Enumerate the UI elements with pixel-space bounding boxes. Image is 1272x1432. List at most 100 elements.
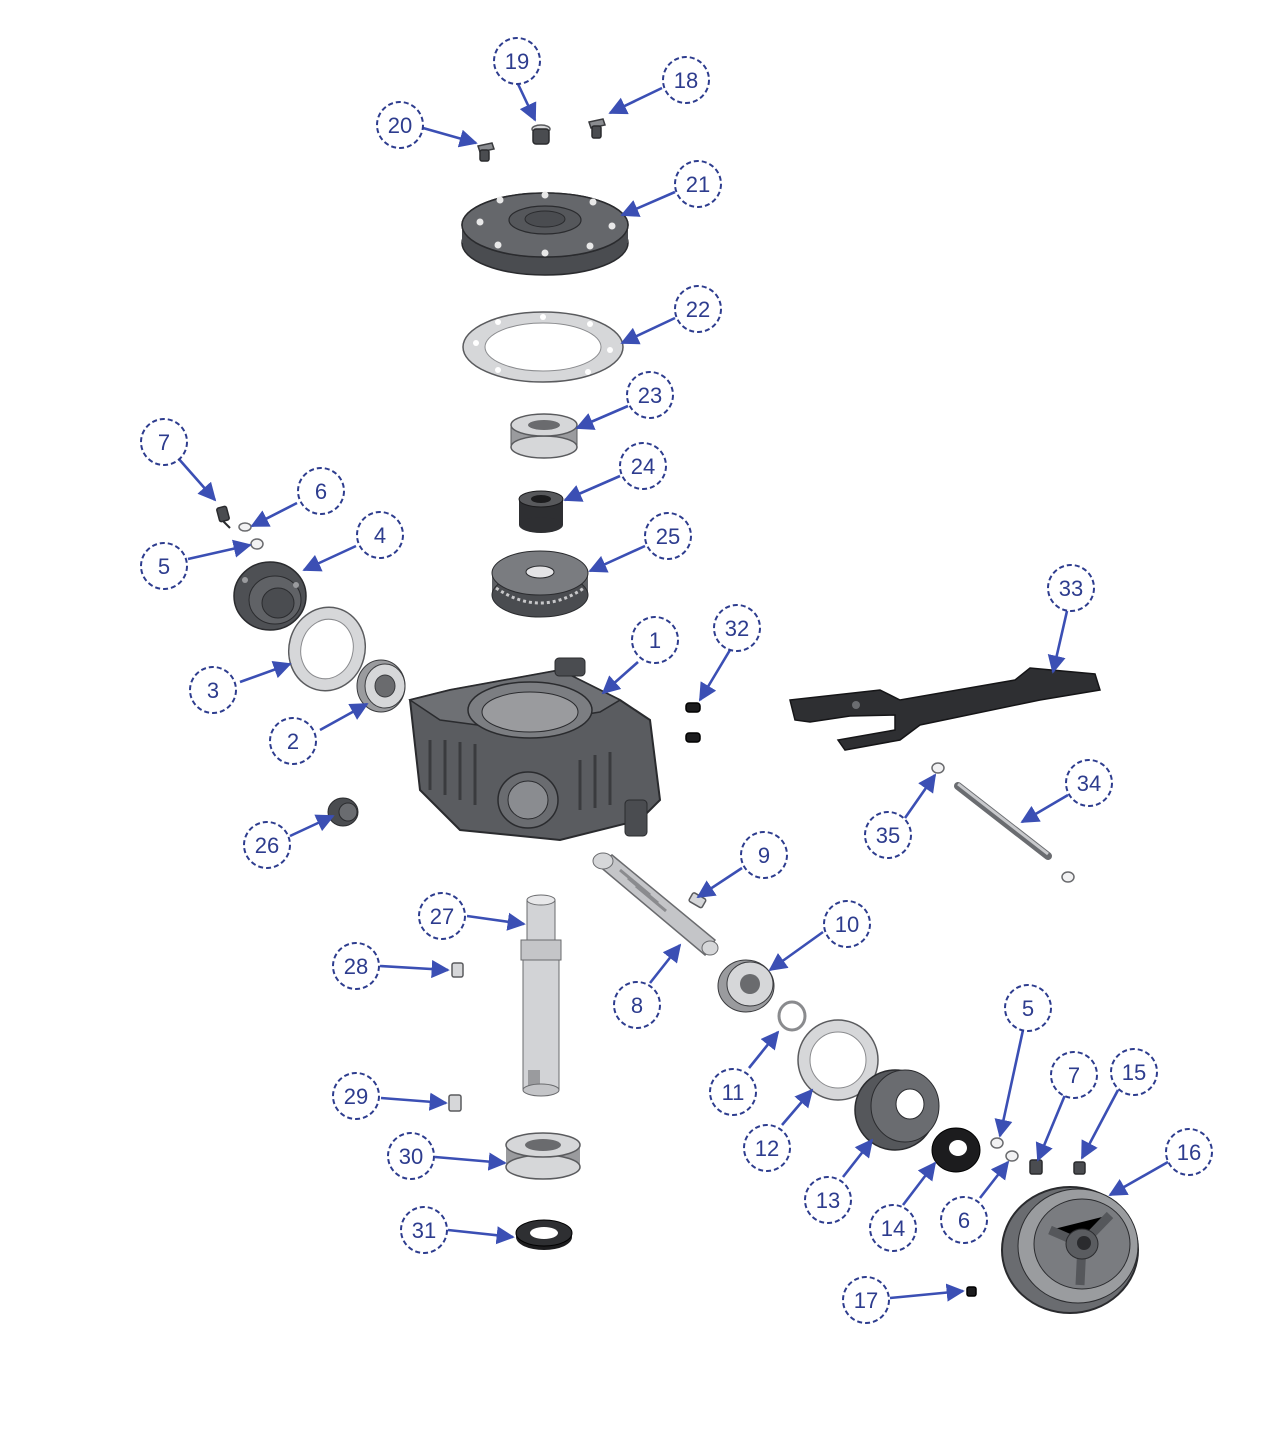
svg-text:31: 31: [412, 1218, 436, 1243]
svg-text:13: 13: [816, 1188, 840, 1213]
part-ring-11: [777, 1000, 807, 1032]
leader-17: [889, 1283, 965, 1302]
svg-text:21: 21: [686, 172, 710, 197]
leader-33: [1047, 610, 1069, 674]
part-bearing-10: [717, 959, 775, 1013]
svg-text:22: 22: [686, 297, 710, 322]
leader-16: [1108, 1160, 1169, 1197]
callout-22: 22: [674, 285, 722, 333]
leader-18: [608, 86, 663, 115]
leader-22: [620, 316, 676, 345]
callout-19: 19: [493, 37, 541, 85]
svg-text:10: 10: [835, 912, 859, 937]
svg-text:35: 35: [876, 823, 900, 848]
callout-27: 27: [418, 892, 466, 940]
callout-8: 8: [613, 981, 661, 1029]
part-gasket-3: [287, 606, 367, 692]
callout-6-left: 6: [297, 467, 345, 515]
svg-text:5: 5: [1022, 996, 1034, 1021]
part-setscrew-17: [966, 1286, 977, 1297]
part-washer-6-right: [1005, 1150, 1019, 1162]
leader-7-left: [177, 457, 217, 502]
svg-text:17: 17: [854, 1288, 878, 1313]
leader-15: [1080, 1089, 1120, 1160]
part-bolt-7-right: [1029, 1159, 1043, 1175]
svg-text:30: 30: [399, 1144, 423, 1169]
leader-5-right: [994, 1029, 1025, 1138]
part-screw-19: [531, 124, 551, 145]
callout-7-right: 7: [1050, 1051, 1098, 1099]
svg-text:6: 6: [958, 1208, 970, 1233]
svg-text:8: 8: [631, 993, 643, 1018]
callout-2: 2: [269, 717, 317, 765]
leader-23: [575, 404, 629, 430]
svg-text:6: 6: [315, 479, 327, 504]
callout-30: 30: [387, 1132, 435, 1180]
leader-24: [563, 474, 621, 502]
svg-text:2: 2: [287, 729, 299, 754]
svg-text:28: 28: [344, 954, 368, 979]
part-pin-34: [954, 782, 1075, 883]
callout-23: 23: [626, 371, 674, 419]
callout-3: 3: [189, 666, 237, 714]
part-seal-31: [515, 1219, 573, 1250]
svg-text:24: 24: [631, 454, 655, 479]
leader-26: [289, 814, 335, 838]
callout-7-left: 7: [140, 418, 188, 466]
part-key-29: [448, 1094, 462, 1112]
callout-21: 21: [674, 160, 722, 208]
part-gasket-12: [797, 1019, 879, 1101]
part-shaft-27: [520, 894, 562, 1097]
svg-text:15: 15: [1122, 1060, 1146, 1085]
callout-35: 35: [864, 811, 912, 859]
callout-31: 31: [400, 1206, 448, 1254]
leaders-layer: [177, 83, 1169, 1302]
svg-text:33: 33: [1059, 576, 1083, 601]
part-cover-plate-21: [461, 191, 629, 276]
svg-text:19: 19: [505, 49, 529, 74]
leader-5-left: [187, 539, 252, 561]
callout-12: 12: [743, 1124, 791, 1172]
callout-13: 13: [804, 1176, 852, 1224]
leader-25: [588, 544, 646, 573]
callout-1: 1: [631, 616, 679, 664]
svg-text:16: 16: [1177, 1140, 1201, 1165]
callout-14: 14: [869, 1204, 917, 1252]
leader-11: [747, 1030, 780, 1069]
part-seal-14: [931, 1127, 981, 1173]
svg-text:25: 25: [656, 524, 680, 549]
svg-text:23: 23: [638, 383, 662, 408]
leader-6-left: [250, 501, 298, 528]
leader-14: [901, 1161, 937, 1206]
part-worm-gear-25: [491, 550, 589, 618]
callout-10: 10: [823, 900, 871, 948]
svg-text:11: 11: [722, 1080, 745, 1105]
leader-1: [601, 661, 639, 695]
callout-34: 34: [1065, 759, 1113, 807]
callout-4: 4: [356, 511, 404, 559]
callout-9: 9: [740, 831, 788, 879]
leader-10: [768, 930, 824, 972]
leader-31: [447, 1226, 515, 1245]
svg-text:26: 26: [255, 833, 279, 858]
part-bearing-23: [510, 413, 578, 459]
callout-6-right: 6: [940, 1196, 988, 1244]
callout-20: 20: [376, 101, 424, 149]
leader-8: [648, 943, 682, 984]
svg-text:34: 34: [1077, 771, 1101, 796]
part-washer-5-right: [990, 1137, 1004, 1149]
part-washer-6-left: [238, 522, 252, 532]
callout-5-right: 5: [1004, 984, 1052, 1032]
svg-text:7: 7: [1068, 1063, 1080, 1088]
leader-35: [903, 773, 937, 819]
svg-text:5: 5: [158, 554, 170, 579]
svg-text:27: 27: [430, 904, 454, 929]
callout-16: 16: [1165, 1128, 1213, 1176]
part-clip-35: [931, 762, 945, 774]
svg-text:4: 4: [374, 523, 386, 548]
leader-13: [841, 1138, 874, 1178]
part-plug-26: [327, 797, 359, 827]
callout-18: 18: [662, 56, 710, 104]
leader-7-right: [1035, 1094, 1067, 1162]
